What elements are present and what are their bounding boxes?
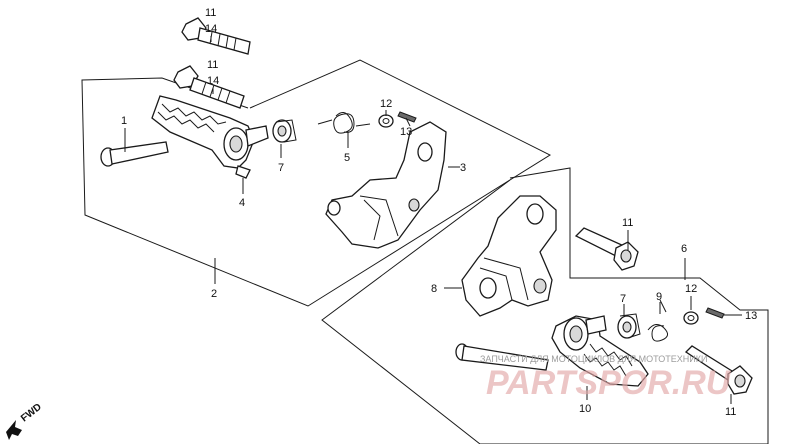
callout-13-right: 13 xyxy=(745,310,757,322)
flange-bolt-right-upper xyxy=(574,227,639,271)
callout-4: 4 xyxy=(239,197,245,209)
watermark-logo: PARTSPOR.RU xyxy=(486,364,732,402)
footpeg-bracket-right xyxy=(461,195,557,317)
leader-lines xyxy=(124,36,742,404)
callout-11-top-b: 11 xyxy=(207,59,218,71)
callout-10: 10 xyxy=(579,403,591,415)
footpeg-pin-left xyxy=(100,141,169,167)
flange-bolt-lower xyxy=(173,65,245,109)
fwd-label: FWD xyxy=(19,402,44,425)
collar-right xyxy=(617,313,641,339)
footpeg-left xyxy=(151,95,269,179)
return-spring-right xyxy=(647,299,668,342)
footpeg-bracket-left xyxy=(325,121,447,249)
callout-3: 3 xyxy=(460,162,466,174)
washer-right xyxy=(683,311,699,325)
callout-11-right-upper: 11 xyxy=(622,217,633,229)
return-spring-left xyxy=(317,112,371,134)
callout-7-right: 7 xyxy=(620,293,626,305)
callout-5: 5 xyxy=(344,152,350,164)
callout-9: 9 xyxy=(656,291,662,303)
cotter-pin-right xyxy=(705,307,725,319)
callout-11-top-a: 11 xyxy=(205,7,216,19)
callout-7-left: 7 xyxy=(278,162,284,174)
callout-6: 6 xyxy=(681,243,687,255)
left-assembly-frame xyxy=(81,59,552,307)
callout-2: 2 xyxy=(211,288,217,300)
callout-8: 8 xyxy=(431,283,437,295)
flange-bolt-right-lower xyxy=(684,345,753,395)
cotter-pin-left xyxy=(397,111,417,123)
callout-14-top-b: 14 xyxy=(207,75,219,87)
callout-12-left: 12 xyxy=(380,98,392,110)
callout-12-right: 12 xyxy=(685,283,697,295)
callout-13-left: 13 xyxy=(400,126,412,138)
footpeg-right xyxy=(551,315,649,387)
flange-bolt-upper xyxy=(181,17,251,55)
forward-arrow-icon xyxy=(6,420,22,440)
washer-left xyxy=(378,114,394,128)
watermark-text: ЗАПЧАСТИ ДЛЯ МОТОЦИКЛОВ ДЛЯ МОТОТЕХНИКИ xyxy=(480,354,707,364)
callout-1: 1 xyxy=(121,115,127,127)
right-assembly-frame xyxy=(321,167,769,444)
callout-14-top-a: 14 xyxy=(205,23,217,35)
callout-11-right-lower: 11 xyxy=(725,406,736,418)
collar-left xyxy=(272,119,297,143)
footpeg-pin-right xyxy=(455,343,549,371)
